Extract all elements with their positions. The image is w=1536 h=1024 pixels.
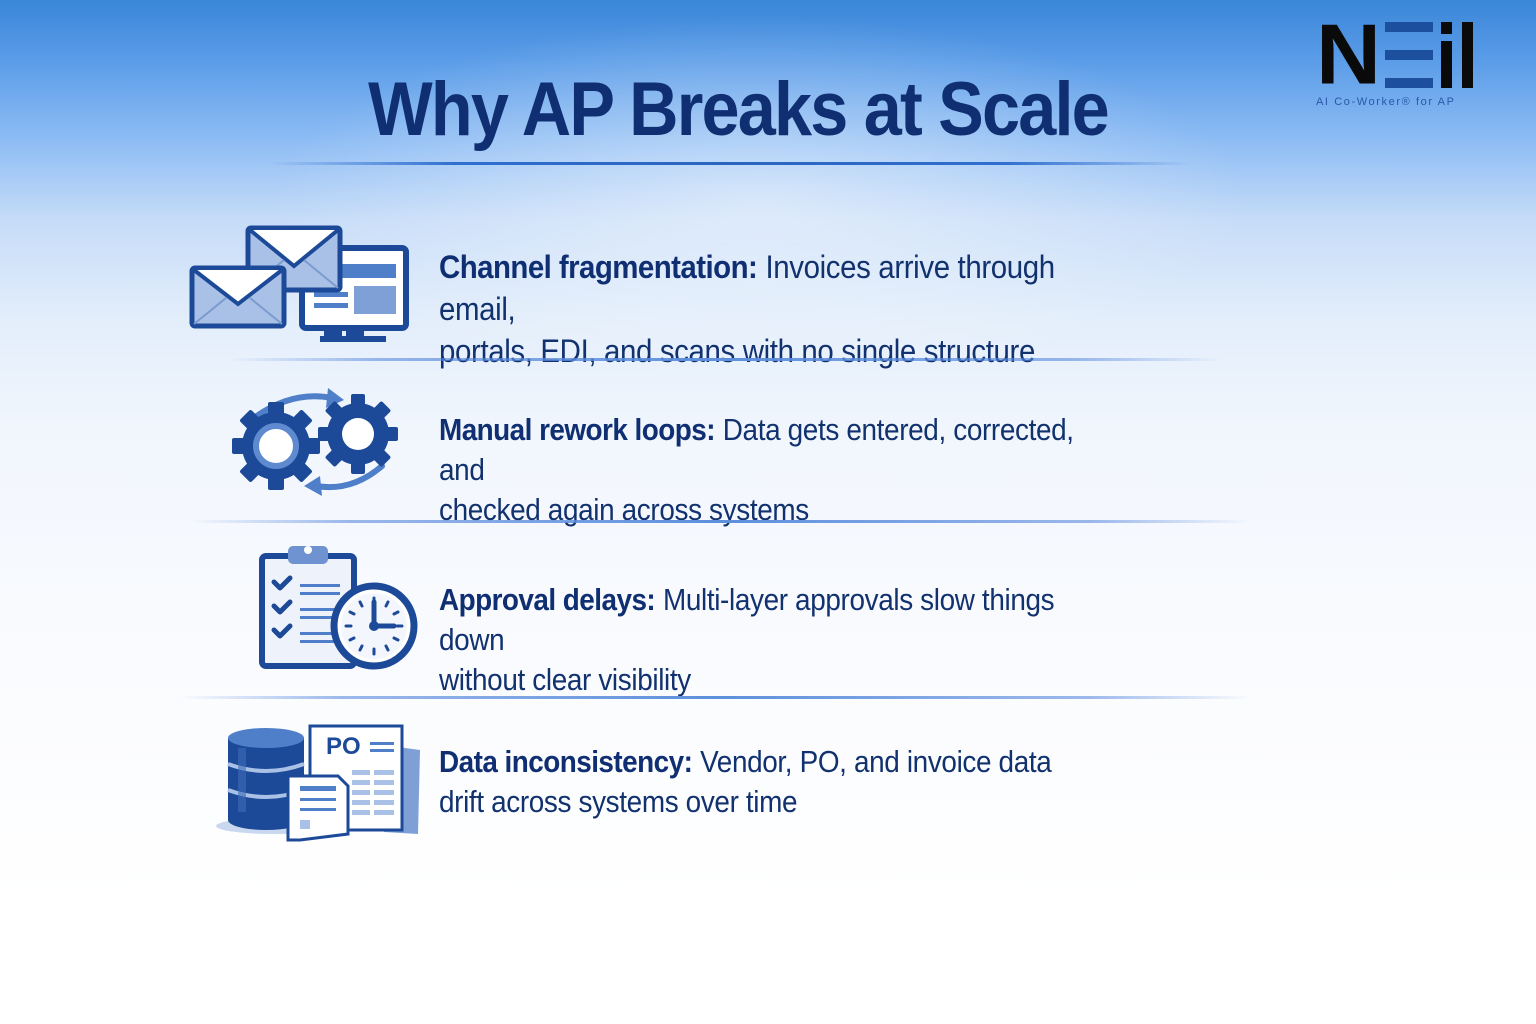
po-label: PO [326,733,361,760]
item-body-line2: drift across systems over time [439,784,798,819]
item-body-line1: Vendor, PO, and invoice data [700,744,1052,779]
page-title: Why AP Breaks at Scale [368,67,1110,152]
divider [180,696,1250,699]
item-text: Channel fragmentation: Invoices arrive t… [439,246,1138,372]
list-item-manual-rework-loops: Manual rework loops: Data gets entered, … [180,388,1240,527]
item-body-line1: Multi-layer approvals slow things down [439,582,1055,657]
item-lead: Channel fragmentation: [439,249,758,285]
list-item-channel-fragmentation: Channel fragmentation: Invoices arrive t… [180,222,1240,369]
logo-e-bar-bottom [1385,78,1433,88]
list-item-data-inconsistency: PO [180,720,1240,850]
title-underline [270,162,1190,165]
database-po-documents-icon: PO [214,722,426,851]
envelopes-monitor-icon [186,224,410,353]
divider [190,520,1250,523]
item-lead: Data inconsistency: [439,744,693,779]
logo-letter-e-bars [1385,22,1433,88]
logo-wordmark: N [1316,7,1488,103]
item-body-line2: without clear visibility [439,662,691,697]
item-text: Data inconsistency: Vendor, PO, and invo… [439,742,1123,822]
logo-i-dot [1441,22,1452,34]
item-text: Approval delays: Multi-layer approvals s… [439,580,1123,700]
logo-tagline: AI Co-Worker® for AP [1316,96,1456,108]
divider [230,358,1220,361]
gears-cycle-icon [232,388,402,505]
clipboard-clock-icon [256,540,422,677]
list-item-approval-delays: Approval delays: Multi-layer approvals s… [180,540,1240,697]
item-body-line1: Invoices arrive through email, [439,249,1055,327]
logo-letter-n: N [1316,7,1381,103]
item-body-line1: Data gets entered, corrected, and [439,412,1074,487]
item-lead: Manual rework loops: [439,412,716,447]
logo-e-bar-middle [1385,50,1433,60]
item-text: Manual rework loops: Data gets entered, … [439,410,1123,530]
logo-i-stem [1441,41,1452,88]
logo-letter-i [1441,22,1452,88]
logo-e-bar-top [1385,22,1433,32]
item-body-line2: checked again across systems [439,492,809,527]
item-body-line2: portals, EDI, and scans with no single s… [439,333,1035,369]
item-lead: Approval delays: [439,582,656,617]
logo-letter-l [1462,22,1473,88]
brand-logo: N AI Co-Worker® for AP [1316,7,1488,108]
